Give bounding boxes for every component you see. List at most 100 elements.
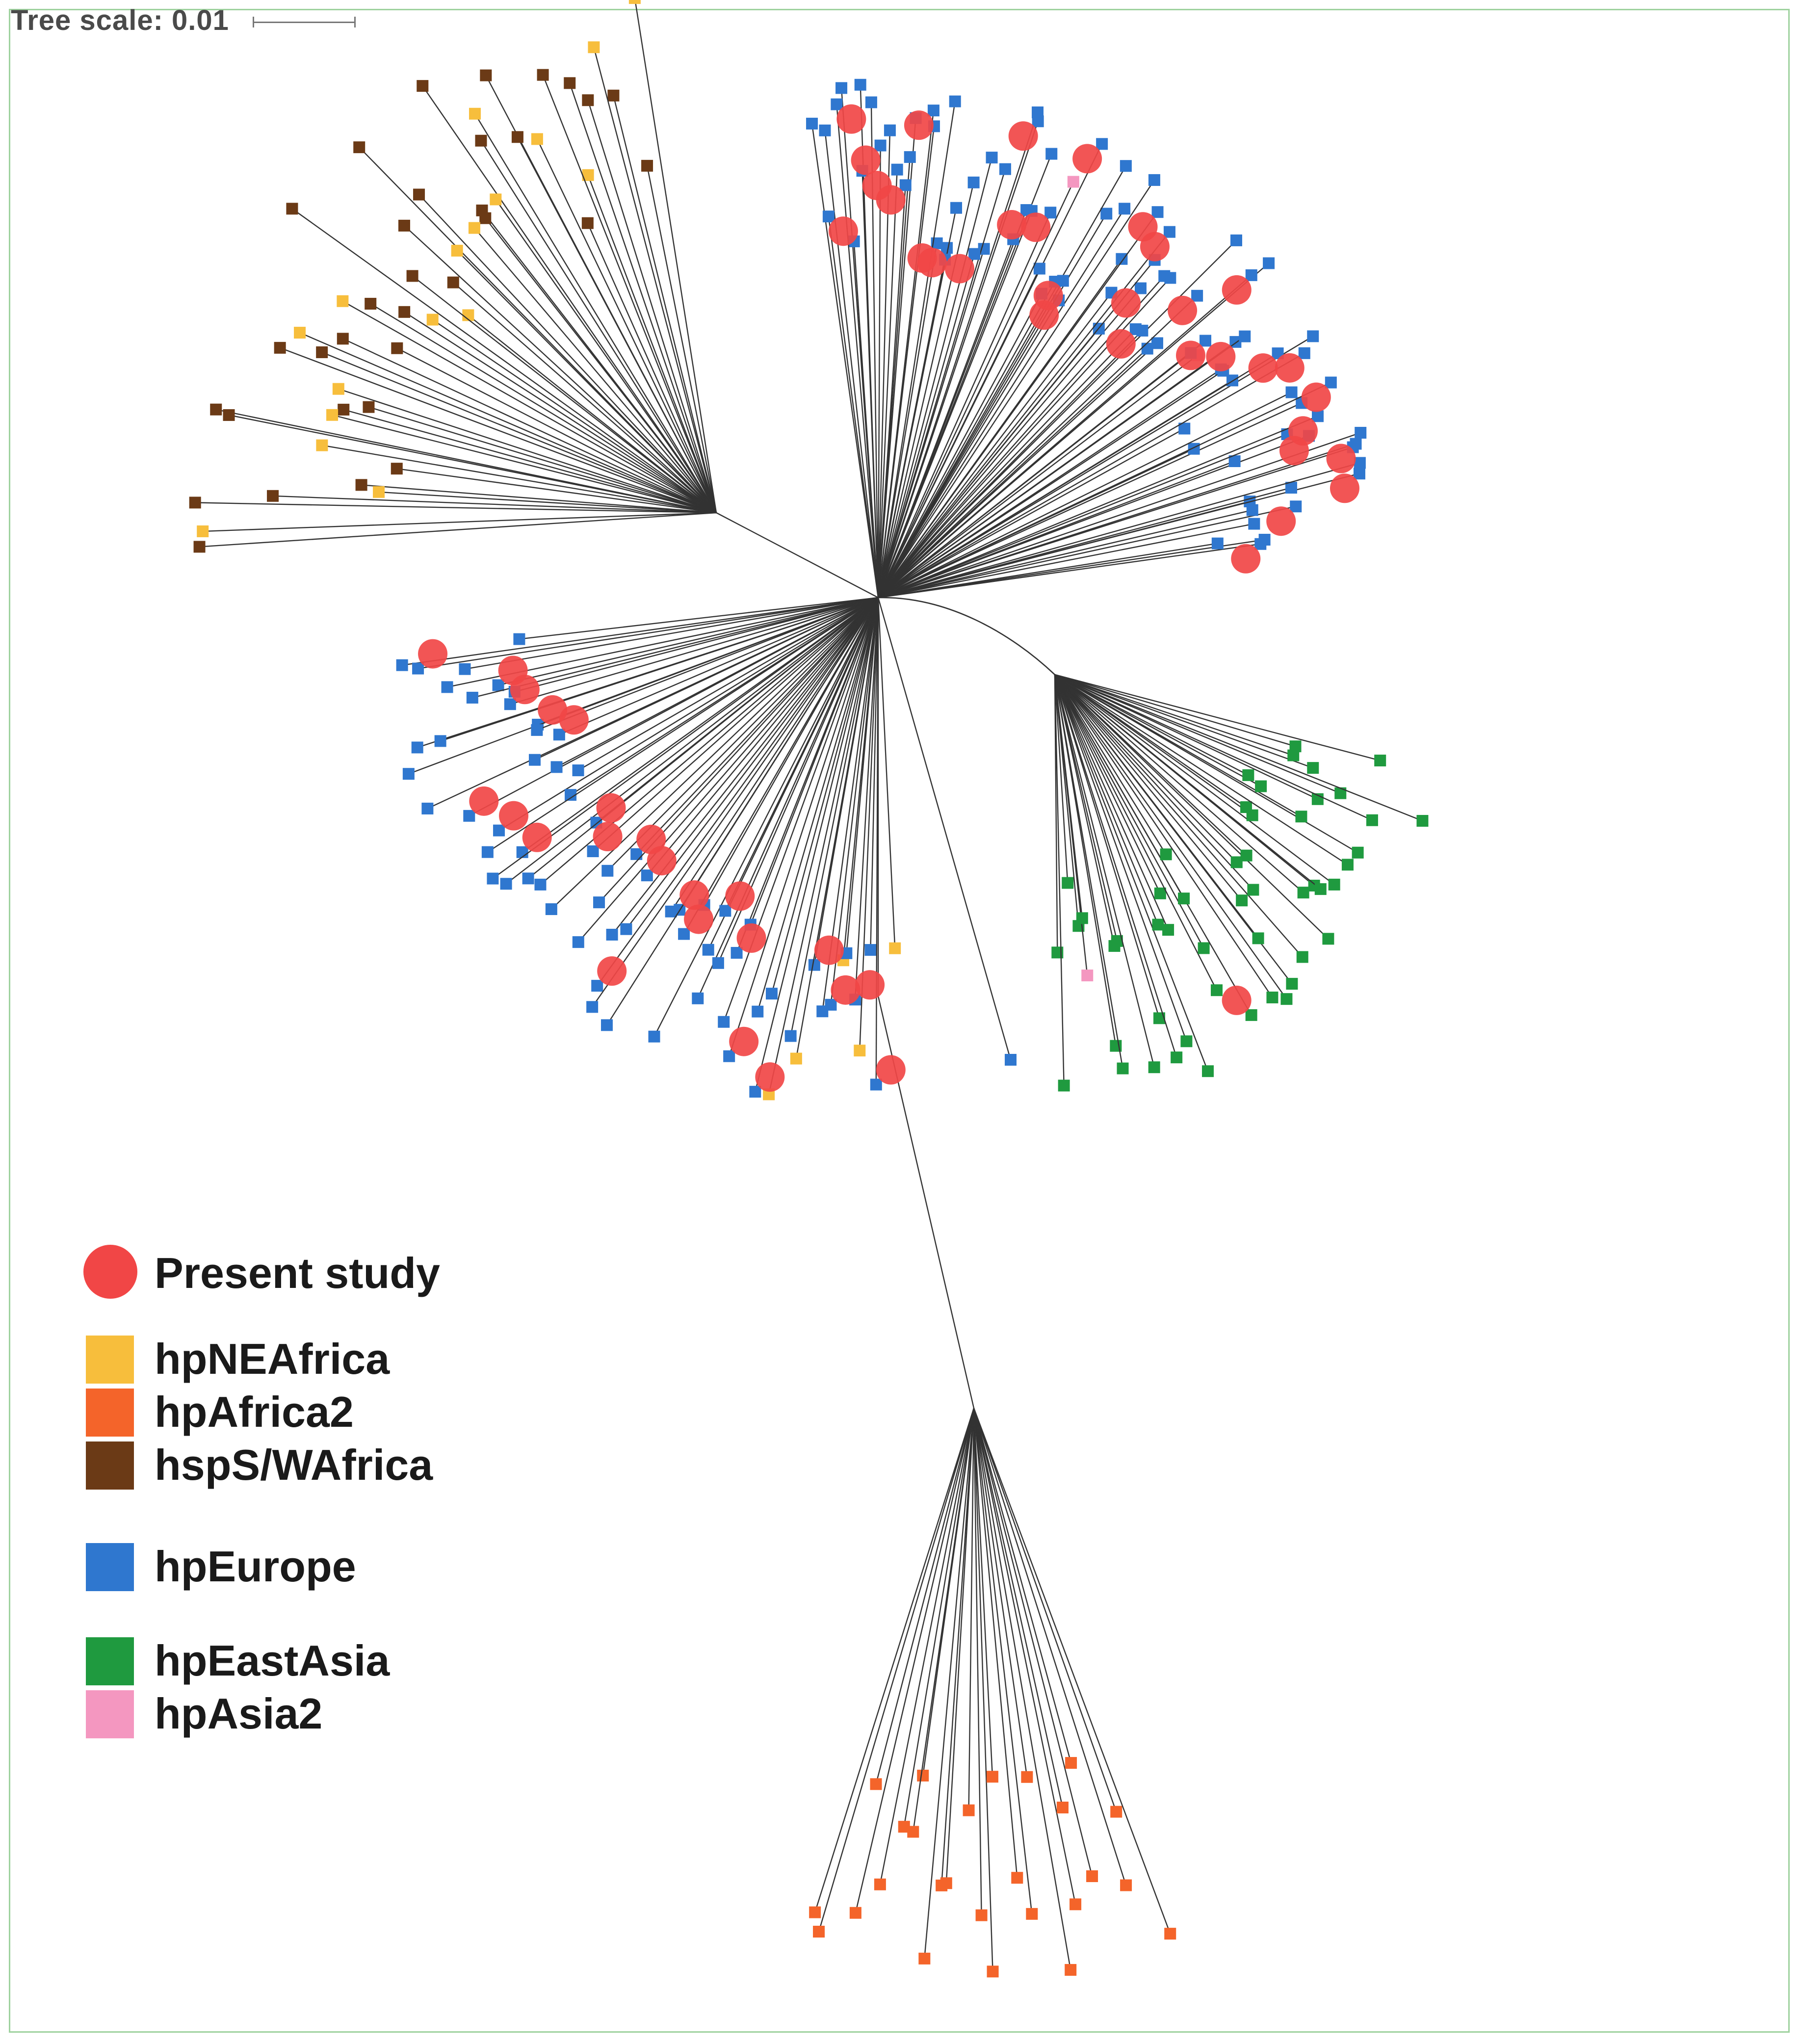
tree-branch [814, 1408, 975, 1913]
hspswafrica-leaf-marker [564, 77, 576, 89]
tree-branch [542, 75, 717, 513]
hspswafrica-leaf-marker [355, 479, 367, 491]
hpeurope-leaf-marker [1148, 174, 1160, 186]
present-study-marker [1033, 281, 1063, 311]
hspswafrica-leaf-marker [363, 401, 375, 413]
present-study-marker [1222, 985, 1252, 1015]
tree-branch [408, 597, 879, 775]
tree-branch [973, 1408, 1033, 1914]
hpeurope-leaf-marker [1200, 335, 1212, 347]
hpneafrica-leaf-marker [426, 314, 439, 326]
tree-branch [1054, 674, 1341, 794]
present-study-marker [1206, 341, 1236, 371]
legend-label-hpafrica2: hpAfrica2 [155, 1388, 354, 1436]
tree-branch [945, 1408, 975, 1884]
hpeurope-leaf-marker [487, 872, 499, 885]
tree-branch [536, 597, 879, 731]
tree-branch [878, 275, 1165, 598]
legend-marker-hpasia2 [86, 1690, 134, 1738]
hspswafrica-leaf-marker [406, 270, 418, 282]
hpeastasia-leaf-marker [1245, 1009, 1257, 1021]
tree-branch [968, 1408, 975, 1810]
tree-branch [1054, 674, 1161, 894]
hpeurope-leaf-marker [591, 980, 603, 992]
hpeurope-leaf-marker [1151, 206, 1164, 218]
tree-branch [729, 597, 879, 1057]
hpeastasia-leaf-marker [1152, 918, 1164, 931]
tree-branch [1054, 674, 1185, 899]
tree-branch [878, 295, 1198, 598]
hpeurope-leaf-marker [870, 1078, 882, 1091]
tree-branch [1054, 674, 1247, 856]
hpeastasia-leaf-marker [1062, 877, 1074, 889]
hpeurope-leaf-marker [1312, 410, 1324, 422]
hpeurope-leaf-marker [545, 903, 557, 916]
tree-branch [1054, 674, 1123, 1069]
hpeurope-leaf-marker [534, 878, 547, 891]
hpeurope-leaf-marker [513, 633, 525, 645]
hpeastasia-leaf-marker [1117, 1062, 1129, 1074]
present-study-marker [597, 956, 627, 986]
hpeurope-leaf-marker [572, 764, 584, 777]
tree-branch [878, 348, 1148, 598]
tree-branch [878, 446, 1354, 599]
hpeurope-leaf-marker [986, 152, 998, 164]
tree-branch [1054, 674, 1381, 761]
tree-branch [593, 47, 717, 513]
hpeurope-leaf-marker [1191, 289, 1203, 302]
hpafrica2-leaf-marker [809, 1906, 821, 1918]
hpeurope-leaf-marker [968, 248, 981, 260]
hpafrica2-leaf-marker [1056, 1802, 1069, 1814]
hpeastasia-leaf-marker [1286, 978, 1298, 990]
hpeurope-leaf-marker [492, 679, 504, 691]
tree-branch [417, 597, 879, 669]
tree-branch [877, 243, 938, 598]
tree-branch [870, 597, 879, 950]
tree-branch [877, 239, 1014, 598]
hpeastasia-leaf-marker [1240, 849, 1252, 862]
hpeastasia-leaf-marker [1247, 884, 1259, 896]
hpeurope-leaf-marker [899, 179, 912, 191]
hpeastasia-leaf-marker [1211, 984, 1223, 996]
tree-branch [973, 1408, 1076, 1905]
hpeurope-leaf-marker [1116, 253, 1128, 265]
hpasia2-leaf-marker [1067, 176, 1079, 188]
tree-branch [527, 597, 879, 879]
tree-branch [412, 275, 717, 513]
hpeastasia-leaf-marker [1252, 932, 1264, 944]
tree-branch [522, 597, 879, 853]
hpneafrica-leaf-marker [337, 295, 349, 307]
present-study-marker [510, 675, 540, 705]
present-study-marker [945, 254, 975, 284]
present-study-marker [814, 935, 844, 965]
tree-branch [342, 300, 717, 514]
hpeurope-leaf-marker [593, 896, 605, 909]
tree-branch [1054, 674, 1287, 999]
tree-branch [322, 445, 717, 514]
tree-branch [877, 212, 1051, 598]
tree-branch [229, 414, 717, 514]
tree-branch [404, 225, 717, 513]
tree-branch [877, 180, 1155, 598]
hpeurope-leaf-marker [950, 202, 963, 214]
hpeurope-leaf-marker [466, 691, 478, 704]
tree-branch [830, 597, 879, 1005]
tree-branch [1054, 674, 1303, 958]
tree-branch [1054, 674, 1160, 1019]
hpeurope-leaf-marker [1355, 427, 1367, 439]
present-study-marker [593, 822, 623, 852]
tree-branch [768, 597, 879, 1095]
tree-branch [877, 182, 1074, 598]
tree-branch [551, 597, 879, 910]
hspswafrica-leaf-marker [223, 409, 235, 421]
tree-branch [1054, 674, 1254, 891]
hpeurope-leaf-marker [600, 1019, 613, 1031]
tree-branch [480, 140, 717, 513]
tree-branch [199, 512, 717, 548]
hpeurope-leaf-marker [678, 928, 690, 940]
hpeurope-leaf-marker [1245, 269, 1257, 281]
tree-branch [795, 597, 879, 1059]
present-study-marker [831, 975, 861, 1005]
tree-branch [878, 462, 1360, 599]
hpeurope-leaf-marker [1285, 386, 1298, 398]
